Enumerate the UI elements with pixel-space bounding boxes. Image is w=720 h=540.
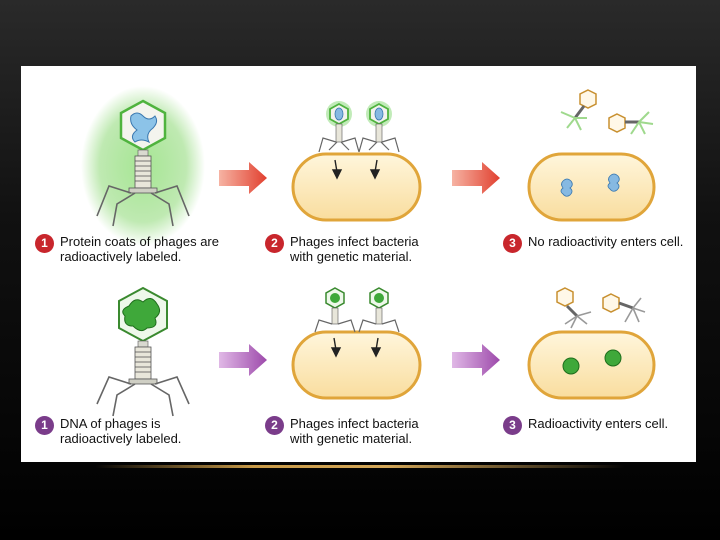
step-number-badge: 2: [265, 416, 284, 435]
step-caption: No radioactivity enters cell.: [528, 234, 684, 249]
bacterium-result-bottom-icon: [527, 287, 656, 400]
step-caption: Protein coats of phages are radioactivel…: [60, 234, 219, 264]
small-phage-icon: [314, 287, 356, 333]
step-caption: Phages infect bacteria with genetic mate…: [290, 416, 419, 446]
small-phage-icon: [318, 101, 360, 153]
phage-dna-labeled-icon: [96, 286, 190, 417]
empty-phage-coat-icon: [602, 293, 646, 323]
step-caption: DNA of phages is radioactively labeled.: [60, 416, 182, 446]
step-number-badge: 2: [265, 234, 284, 253]
top-step-2: 2 Phages infect bacteria with genetic ma…: [265, 234, 440, 264]
bottom-step-3: 3 Radioactivity enters cell.: [503, 416, 678, 435]
small-phage-icon: [358, 101, 400, 153]
bottom-step-1: 1 DNA of phages is radioactively labeled…: [35, 416, 220, 446]
empty-phage-coat-icon: [556, 287, 592, 329]
red-arrow-1: [219, 162, 267, 194]
step-number-badge: 3: [503, 234, 522, 253]
purple-arrow-2: [452, 344, 500, 376]
purple-arrow-1: [219, 344, 267, 376]
step-caption: Phages infect bacteria with genetic mate…: [290, 234, 419, 264]
step-number-badge: 1: [35, 416, 54, 435]
bacterium-result-top-icon: [527, 89, 656, 222]
step-number-badge: 3: [503, 416, 522, 435]
free-phage-coat-icon: [608, 111, 654, 135]
free-phage-coat-icon: [560, 89, 597, 131]
slide-panel: 1 Protein coats of phages are radioactiv…: [21, 66, 696, 462]
phage-protein-labeled-icon: [81, 86, 205, 246]
bacterium-infected-bottom-icon: [291, 287, 422, 400]
top-step-3: 3 No radioactivity enters cell.: [503, 234, 688, 253]
step-number-badge: 1: [35, 234, 54, 253]
red-arrow-2: [452, 162, 500, 194]
bacterium-infected-top-icon: [291, 101, 422, 222]
top-step-1: 1 Protein coats of phages are radioactiv…: [35, 234, 240, 264]
bottom-step-2: 2 Phages infect bacteria with genetic ma…: [265, 416, 440, 446]
small-phage-icon: [358, 287, 400, 333]
step-caption: Radioactivity enters cell.: [528, 416, 669, 431]
gold-divider: [95, 465, 625, 468]
hershey-chase-diagram: [81, 86, 656, 417]
